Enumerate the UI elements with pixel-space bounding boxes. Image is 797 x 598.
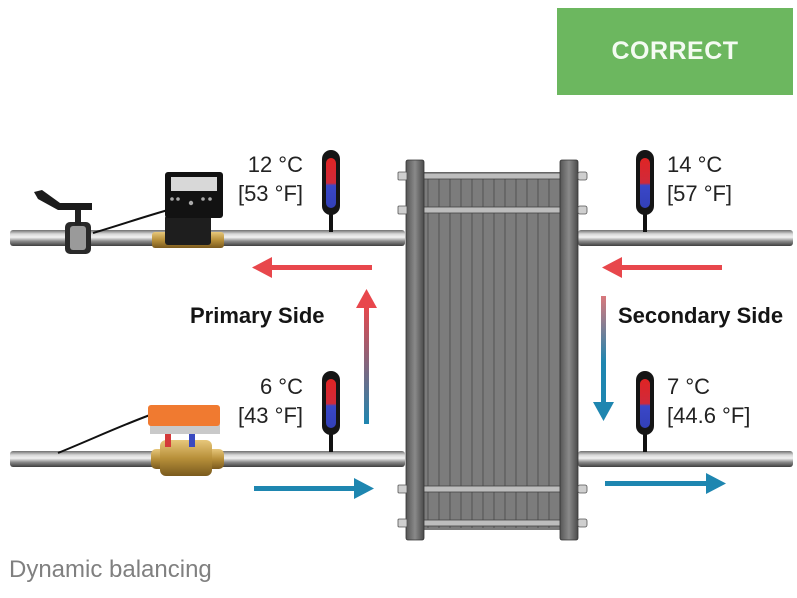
thermometer-secondary-supply xyxy=(636,150,654,232)
thermometer-secondary-return xyxy=(636,371,654,452)
butterfly-valve-icon xyxy=(34,190,92,254)
secondary-return-fahrenheit: [44.6 °F] xyxy=(667,403,751,428)
frame-right xyxy=(559,159,579,541)
primary-supply-celsius: 12 °C xyxy=(247,152,303,177)
secondary-return-temp: 7 °C [44.6 °F] xyxy=(667,372,750,430)
primary-return-temp: 6 °C [43 °F] xyxy=(210,372,303,430)
thermometer-primary-return xyxy=(322,371,340,452)
primary-side-label: Primary Side xyxy=(190,303,325,328)
thermometer-primary-supply xyxy=(322,150,340,232)
arrow-primary-return-right xyxy=(254,478,374,499)
arrow-secondary-supply-left xyxy=(602,257,722,278)
primary-supply-temp: 12 °C [53 °F] xyxy=(210,150,303,208)
balancing-valve-icon xyxy=(57,405,224,476)
secondary-supply-celsius: 14 °C xyxy=(667,152,723,177)
secondary-return-celsius: 7 °C xyxy=(667,374,711,399)
actuator-icon xyxy=(148,405,220,426)
arrow-primary-up xyxy=(356,289,377,424)
secondary-side-label: Secondary Side xyxy=(618,303,784,328)
primary-supply-fahrenheit: [53 °F] xyxy=(237,181,303,206)
frame-left xyxy=(405,159,425,541)
caption: Dynamic balancing xyxy=(9,556,212,583)
secondary-supply-fahrenheit: [57 °F] xyxy=(667,181,733,206)
primary-return-fahrenheit: [43 °F] xyxy=(237,403,303,428)
arrow-secondary-down xyxy=(593,296,614,421)
arrow-secondary-return-right xyxy=(605,473,726,494)
status-badge: CORRECT xyxy=(557,8,793,95)
secondary-supply-temp: 14 °C [57 °F] xyxy=(667,150,732,208)
secondary-return-pipe xyxy=(578,451,793,467)
arrow-primary-supply-left xyxy=(252,257,372,278)
secondary-supply-pipe xyxy=(578,230,793,246)
plate-heat-exchanger xyxy=(397,159,588,541)
energy-meter-icon xyxy=(92,172,224,248)
primary-return-celsius: 6 °C xyxy=(259,374,303,399)
